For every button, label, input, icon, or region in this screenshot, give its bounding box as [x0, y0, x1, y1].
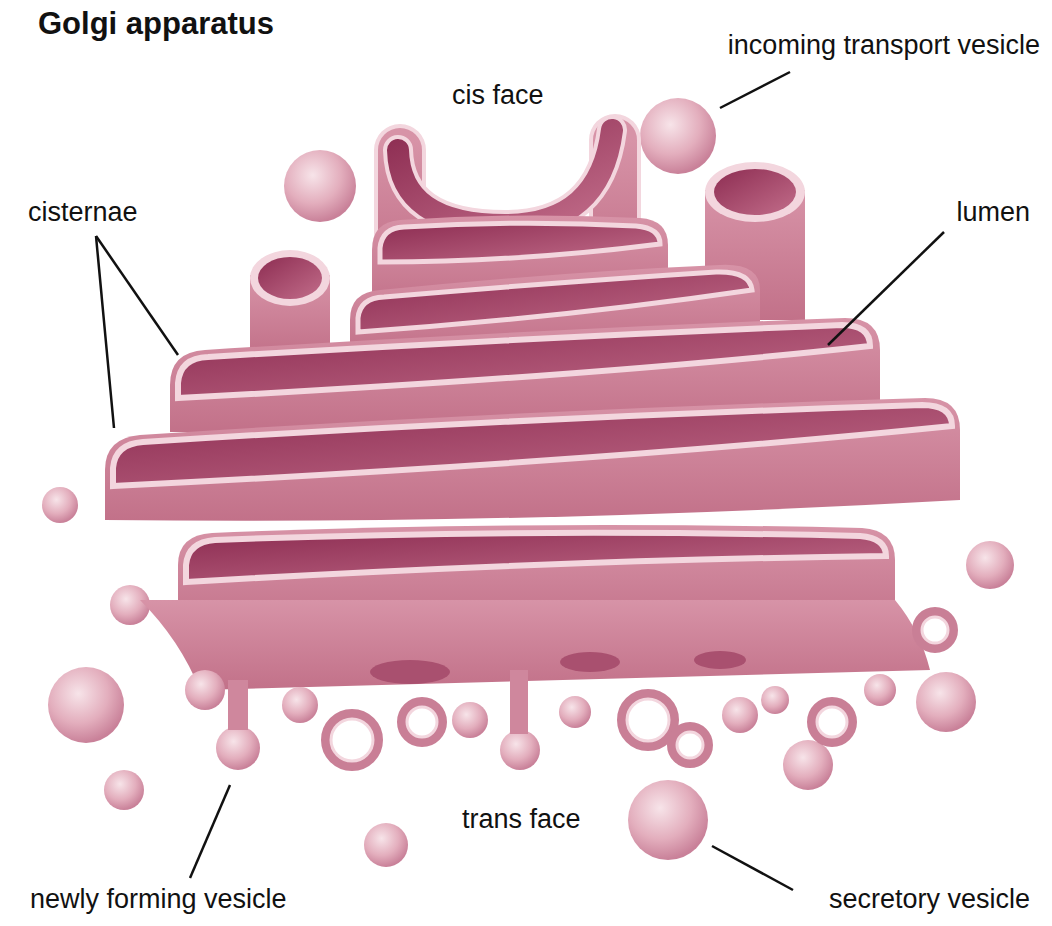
part-label: trans face	[462, 804, 581, 835]
part-label: secretory vesicle	[829, 884, 1030, 915]
part-label: cis face	[452, 80, 544, 111]
part-label: incoming transport vesicle	[728, 30, 1040, 61]
vesicles	[42, 98, 1014, 867]
leader-lines	[96, 72, 944, 890]
trans-network	[140, 600, 953, 770]
diagram-title: Golgi apparatus	[38, 6, 274, 42]
part-label: lumen	[956, 197, 1030, 228]
cisternae-stack	[105, 318, 960, 634]
part-label: cisternae	[28, 197, 138, 228]
part-label: newly forming vesicle	[30, 884, 287, 915]
